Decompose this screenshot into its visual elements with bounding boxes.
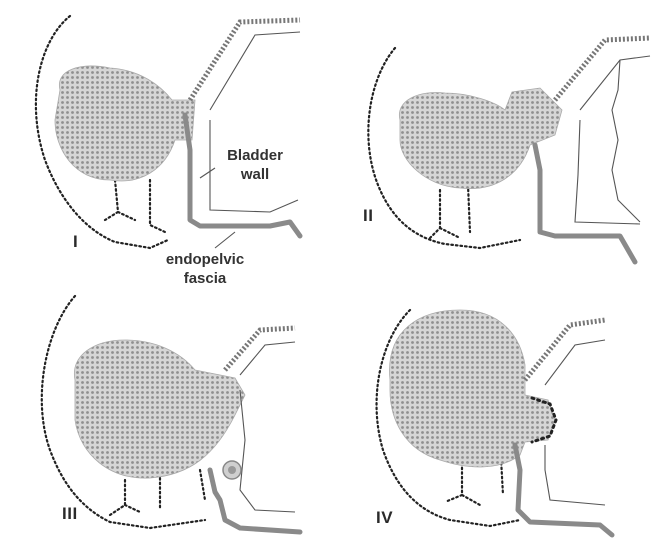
panel-4-diagram [377,310,612,535]
panel-1-pointer-line [200,168,215,178]
panel-3-bladder-wall [210,470,300,532]
panel-1-fascia-pointer [215,232,235,248]
panel-2-lobe-lines [430,185,470,238]
panel-1-bladder-wall-upper [190,20,300,100]
panel-3-inner-line [240,342,295,512]
endopelvic-fascia-annotation-line-1: endopelvic [155,250,255,269]
panel-4-tumor [390,310,555,467]
panel-4-bladder-wall-upper [525,320,605,380]
bladder-wall-annotation-line-1: Bladder [215,146,295,165]
panel-3-lymph-node-core [228,466,236,474]
panel-2-bladder-wall-upper [555,38,650,100]
panel-label-4: IV [376,508,393,528]
panel-1-inner-line [210,32,300,212]
bladder-wall-annotation-line-2: wall [215,165,295,184]
bladder-wall-annotation: Bladder wall [215,146,295,184]
panel-2-bladder-wall [535,145,635,262]
endopelvic-fascia-annotation-line-2: fascia [155,269,255,288]
panel-4-bladder-wall [515,445,612,535]
panel-3-diagram [42,296,300,532]
panel-label-2: II [363,206,373,226]
panel-label-3: III [62,504,78,524]
panel-1-tumor [55,66,195,181]
panel-1-lobe-lines [105,180,165,232]
panel-2-inner-line [575,56,650,224]
panel-3-bladder-wall-upper [225,328,295,370]
panel-2-diagram [368,38,650,262]
endopelvic-fascia-annotation: endopelvic fascia [155,250,255,288]
panel-3-tumor [74,340,245,478]
panel-label-1: I [73,232,78,252]
panel-2-bladder-lumen [612,60,640,222]
panel-1-diagram [36,16,300,248]
